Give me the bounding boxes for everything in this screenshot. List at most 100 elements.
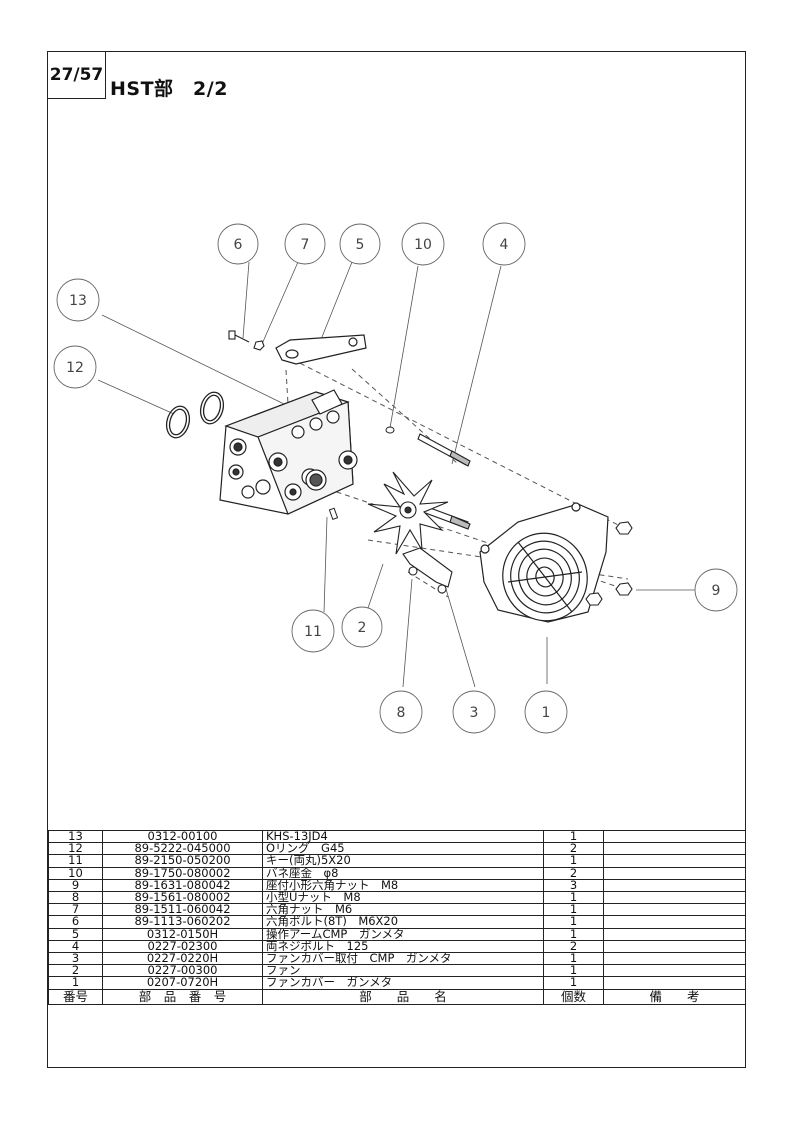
callout-9: 9 <box>694 568 738 612</box>
cell-part-number: 89-1561-080002 <box>102 891 263 905</box>
callout-5: 5 <box>339 223 381 265</box>
cell-note <box>603 829 746 844</box>
table-header-row: 番号部 品 番 号部 品 名個数備 考 <box>48 988 746 1005</box>
cell-quantity: 2 <box>543 866 604 880</box>
callout-7: 7 <box>284 223 326 265</box>
cell-note <box>603 952 746 966</box>
header-note: 備 考 <box>603 988 746 1005</box>
cell-quantity: 1 <box>543 829 604 844</box>
callout-12: 12 <box>53 345 97 389</box>
cell-part-name: ファンカバー ガンメタ <box>262 976 544 990</box>
nut-drawing <box>585 521 633 606</box>
svg-text:8: 8 <box>397 705 406 721</box>
cell-number: 8 <box>48 891 103 905</box>
fan-cover-bracket-drawing <box>402 547 453 594</box>
cell-note <box>603 866 746 880</box>
cell-number: 9 <box>48 878 103 893</box>
cell-part-name: ファン <box>262 964 544 978</box>
cell-part-name: 六角ボルト(8T) M6X20 <box>262 915 544 929</box>
cell-quantity: 1 <box>543 891 604 905</box>
cell-part-number: 0207-0720H <box>102 976 263 990</box>
cell-note <box>603 915 746 929</box>
cell-note <box>603 939 746 954</box>
page-frame: 27/57 HST部 2/2 <box>47 51 746 1068</box>
cell-note <box>603 927 746 941</box>
cell-part-number: 0227-0220H <box>102 952 263 966</box>
cell-number: 4 <box>48 939 103 954</box>
cell-number: 10 <box>48 866 103 880</box>
cell-part-name: 両ネジボルト 125 <box>262 939 544 954</box>
svg-text:13: 13 <box>69 293 87 309</box>
page-title: HST部 2/2 <box>110 78 228 100</box>
cell-part-number: 89-2150-050200 <box>102 854 263 868</box>
cell-part-number: 89-1750-080002 <box>102 866 263 880</box>
cell-quantity: 3 <box>543 878 604 893</box>
cell-part-number: 0312-00100 <box>102 829 263 844</box>
header-part-number: 部 品 番 号 <box>102 988 263 1005</box>
cell-note <box>603 891 746 905</box>
svg-text:7: 7 <box>301 237 310 253</box>
cell-note <box>603 964 746 978</box>
cell-part-name: ファンカバー取付 CMP ガンメタ <box>262 952 544 966</box>
cell-quantity: 1 <box>543 964 604 978</box>
cell-number: 3 <box>48 952 103 966</box>
callout-6: 6 <box>217 223 259 265</box>
key-drawing <box>328 507 339 521</box>
callout-11: 11 <box>291 609 335 653</box>
cell-part-name: 操作アームCMP ガンメタ <box>262 927 544 941</box>
callout-2: 2 <box>341 606 383 648</box>
svg-text:3: 3 <box>470 705 479 721</box>
cell-part-number: 89-1113-060202 <box>102 915 263 929</box>
svg-text:10: 10 <box>414 237 432 253</box>
cell-number: 13 <box>48 829 103 844</box>
callout-1: 1 <box>524 690 568 734</box>
cell-part-number: 0227-02300 <box>102 939 263 954</box>
cell-quantity: 2 <box>543 939 604 954</box>
cell-part-name: 小型Uナット M8 <box>262 891 544 905</box>
cell-part-name: Oリング G45 <box>262 842 544 856</box>
callout-13: 13 <box>56 278 100 322</box>
fan-cover-drawing <box>479 502 609 623</box>
operation-arm-drawing <box>275 334 367 365</box>
cell-part-number: 89-1631-080042 <box>102 878 263 893</box>
spring-washer-drawing <box>385 426 395 434</box>
svg-text:12: 12 <box>66 360 84 376</box>
cell-part-number: 0227-00300 <box>102 964 263 978</box>
cell-number: 7 <box>48 903 103 917</box>
cell-number: 11 <box>48 854 103 868</box>
hst-unit-drawing <box>219 389 358 515</box>
cell-part-number: 89-1511-060042 <box>102 903 263 917</box>
cell-quantity: 1 <box>543 927 604 941</box>
cell-number: 6 <box>48 915 103 929</box>
header-part-name: 部 品 名 <box>262 988 544 1005</box>
svg-text:11: 11 <box>304 624 322 640</box>
cell-quantity: 1 <box>543 915 604 929</box>
cell-note <box>603 854 746 868</box>
svg-text:1: 1 <box>542 705 551 721</box>
cell-number: 2 <box>48 964 103 978</box>
leader-lines <box>97 261 696 688</box>
cell-part-number: 89-5222-045000 <box>102 842 263 856</box>
cell-note <box>603 878 746 893</box>
cell-quantity: 1 <box>543 903 604 917</box>
cell-note <box>603 976 746 990</box>
cell-part-name: 六角ナット M6 <box>262 903 544 917</box>
cell-note <box>603 903 746 917</box>
cell-number: 12 <box>48 842 103 856</box>
cell-number: 1 <box>48 976 103 990</box>
cell-part-name: キー(両丸)5X20 <box>262 854 544 868</box>
o-ring-drawing <box>165 391 225 439</box>
cell-quantity: 1 <box>543 952 604 966</box>
